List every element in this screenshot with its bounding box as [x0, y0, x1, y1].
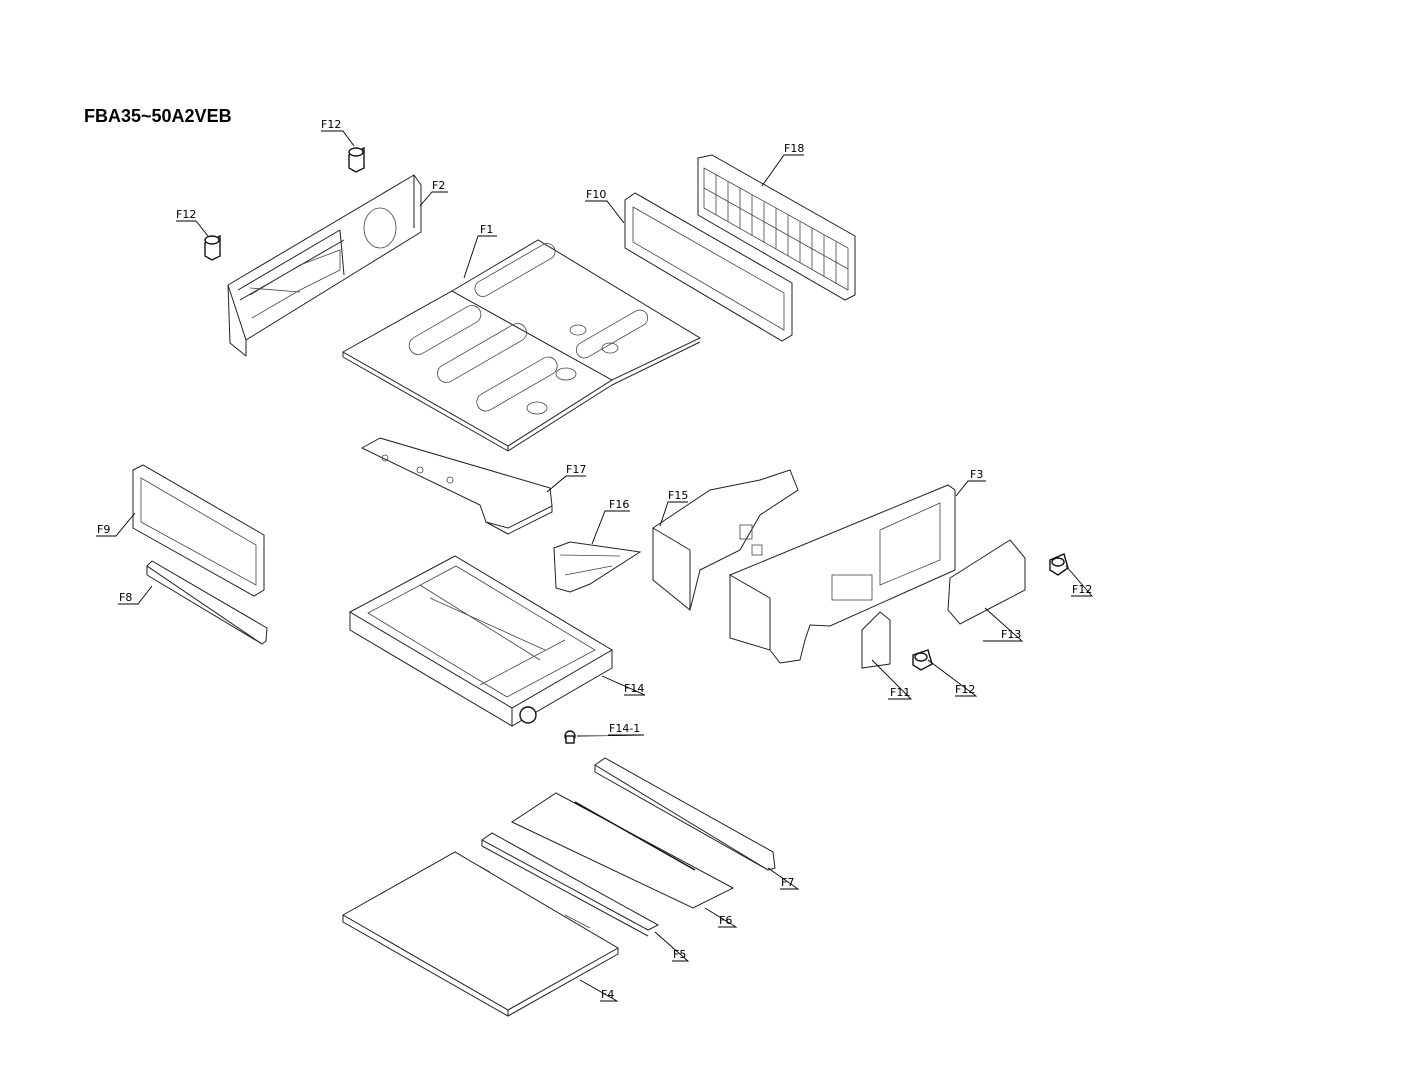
part-f3-side-panel	[729, 484, 956, 664]
callout-leaders	[96, 130, 1093, 1002]
label-f5: F5	[673, 948, 686, 961]
label-f3: F3	[970, 468, 983, 481]
label-f12-a: F12	[321, 118, 341, 131]
label-f7: F7	[781, 876, 794, 889]
diagram-title: FBA35~50A2VEB	[84, 106, 232, 126]
label-f6: F6	[719, 914, 732, 927]
label-f1: F1	[480, 223, 493, 236]
label-f16: F16	[609, 498, 629, 511]
label-f9: F9	[97, 523, 110, 536]
part-f14-drain-pan	[348, 555, 613, 727]
label-f13: F13	[1001, 628, 1021, 641]
part-f9-frame	[132, 464, 265, 597]
label-f4: F4	[601, 988, 614, 1001]
part-f13-control-box	[947, 539, 1026, 625]
part-f5-rail	[481, 832, 660, 937]
part-f16-bracket	[553, 541, 642, 593]
label-f12-c: F12	[1072, 583, 1092, 596]
label-f8: F8	[119, 591, 132, 604]
part-f14-1-drain-plug	[564, 730, 576, 744]
part-f8-rail	[146, 560, 268, 645]
label-f12-d: F12	[955, 683, 975, 696]
label-f2: F2	[432, 179, 445, 192]
part-f15-partition	[652, 469, 799, 611]
part-f12-hanger-bracket-2	[204, 234, 221, 261]
part-f12-hanger-bracket-1	[348, 146, 365, 173]
label-f11: F11	[890, 686, 910, 699]
label-f18: F18	[784, 142, 804, 155]
label-f17: F17	[566, 463, 586, 476]
part-f12-hanger-bracket-4	[912, 649, 933, 671]
part-f11-plate	[861, 611, 891, 669]
label-f10: F10	[586, 188, 606, 201]
part-f10-filter-frame	[624, 192, 793, 342]
label-f14: F14	[624, 682, 644, 695]
part-f17-support-plate	[360, 437, 553, 535]
part-f12-hanger-bracket-3	[1049, 553, 1069, 576]
part-f18-air-filter	[697, 154, 856, 301]
part-f1-top-panel	[341, 239, 702, 452]
label-f14-1: F14-1	[609, 722, 640, 735]
part-f6-plate	[510, 792, 735, 909]
part-f4-bottom-panel	[341, 851, 620, 1017]
part-f2-side-panel	[227, 174, 422, 357]
label-f15: F15	[668, 489, 688, 502]
callout-labels: F12 F12 F2 F1 F10 F18 F9 F8 F17 F16 F15 …	[97, 118, 1092, 1001]
part-f7-rail	[594, 757, 776, 871]
label-f12-b: F12	[176, 208, 196, 221]
